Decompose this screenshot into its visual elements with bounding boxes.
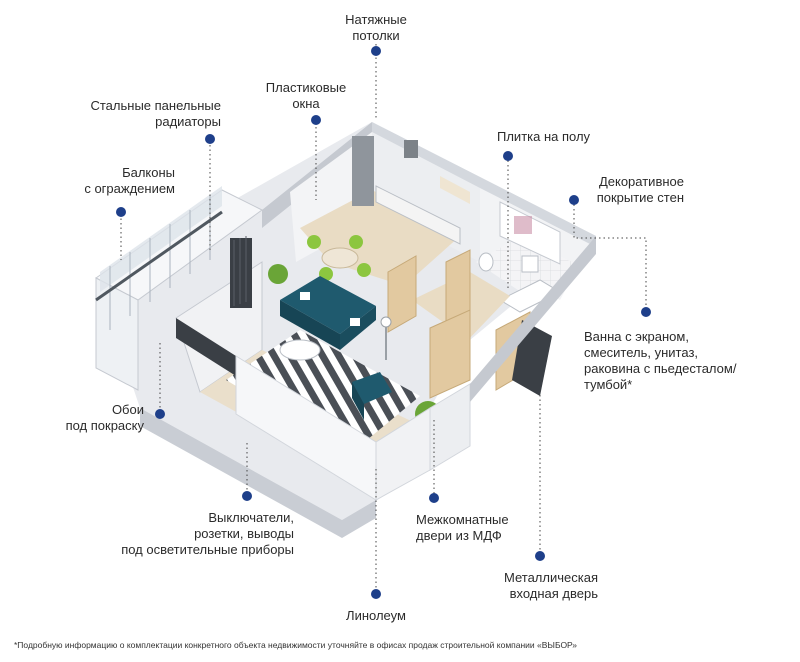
marker-bathroom: [641, 307, 651, 317]
label-wall-coating: Декоративное покрытие стен: [596, 174, 684, 205]
marker-ceilings: [371, 46, 381, 56]
marker-floor-tiles: [503, 151, 513, 161]
label-doors: Межкомнатные двери из МДФ: [416, 512, 509, 543]
marker-doors: [429, 493, 439, 503]
marker-windows: [311, 115, 321, 125]
label-floor-tiles: Плитка на полу: [497, 129, 591, 144]
bathroom: [476, 201, 580, 313]
balcony: [95, 186, 263, 391]
label-wallpaper: Обои под покраску: [65, 402, 144, 433]
label-linoleum: Линолеум: [346, 608, 406, 623]
label-bathroom: Ванна с экраном, смеситель, унитаз, рако…: [584, 329, 737, 392]
marker-radiators: [205, 134, 215, 144]
label-radiators: Стальные панельные радиаторы: [90, 98, 221, 129]
label-balconies: Балконы с ограждением: [84, 165, 175, 196]
label-ceilings: Натяжные потолки: [345, 12, 407, 43]
callout-markers: [116, 46, 651, 599]
footnote: *Подробную информацию о комплектации кон…: [14, 640, 577, 650]
marker-balconies: [116, 207, 126, 217]
marker-switches: [242, 491, 252, 501]
leader-wall-coating: [573, 200, 647, 312]
label-windows: Пластиковые окна: [265, 80, 347, 111]
marker-entrance-door: [535, 551, 545, 561]
marker-linoleum: [371, 589, 381, 599]
marker-wall-coating: [569, 195, 579, 205]
marker-wallpaper: [155, 409, 165, 419]
front-walls: [176, 236, 596, 501]
label-switches: Выключатели, розетки, выводы под осветит…: [121, 510, 294, 557]
callout-leaders: [120, 44, 647, 592]
kitchen: [300, 136, 470, 398]
label-entrance-door: Металлическая входная дверь: [504, 570, 598, 601]
